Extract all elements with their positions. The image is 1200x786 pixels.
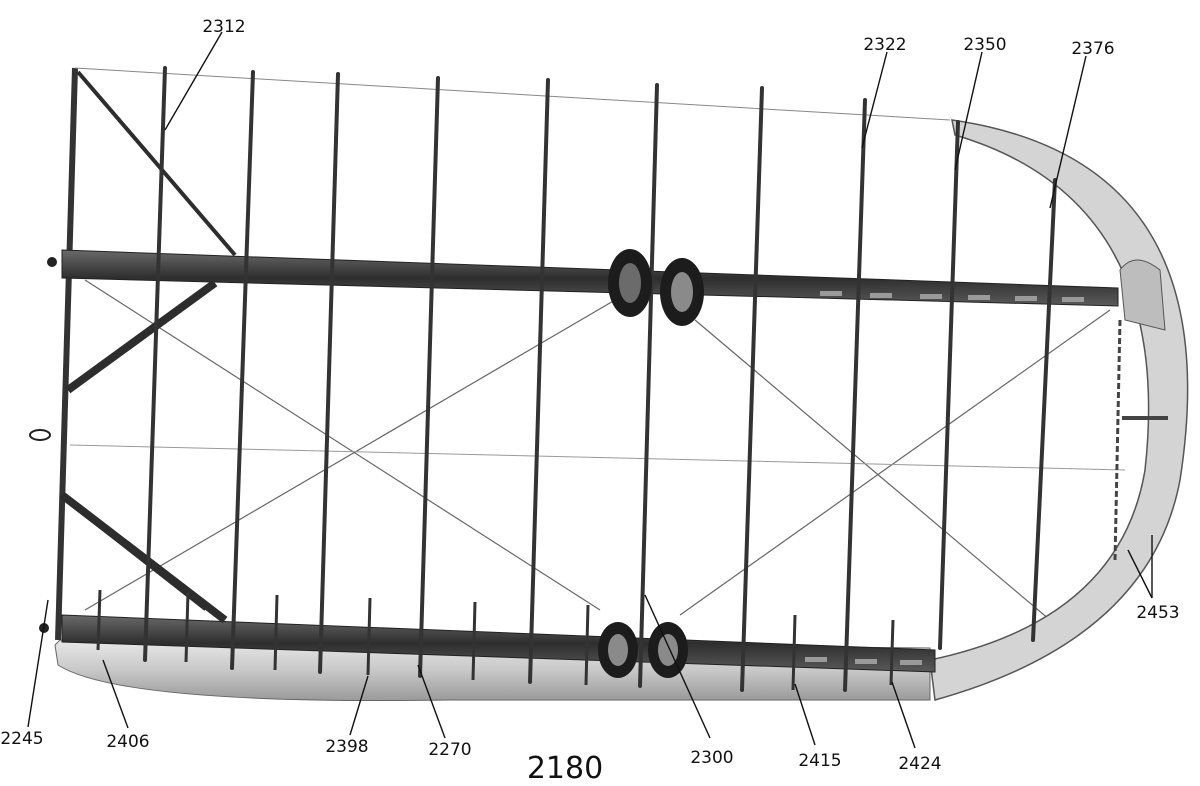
callout-2453: 2453 — [1136, 603, 1179, 623]
callout-2424: 2424 — [898, 754, 941, 774]
callout-2270: 2270 — [428, 740, 471, 760]
callout-2300: 2300 — [690, 748, 733, 768]
callout-2322: 2322 — [863, 35, 906, 55]
callout-2376: 2376 — [1071, 39, 1114, 59]
callout-2245: 2245 — [0, 729, 43, 749]
front-pulley-assembly — [608, 249, 704, 326]
callout-labels: 2312 2322 2350 2376 2453 2245 2406 2398 … — [0, 17, 1179, 774]
root-ring — [29, 429, 51, 441]
leader-lines — [27, 31, 1153, 749]
leading-edge-line — [74, 67, 951, 121]
front-spar — [61, 249, 1119, 307]
ribs — [143, 66, 1057, 692]
root-fitting-front — [47, 257, 57, 267]
callout-2406: 2406 — [106, 732, 149, 752]
spar-holes-rear — [805, 657, 922, 665]
trailing-stub-ribs — [96, 589, 895, 691]
callout-2312: 2312 — [202, 17, 245, 37]
root-diagonal-braces — [59, 70, 237, 624]
wing-structure — [29, 66, 1189, 702]
wing-tip-cross-brace — [1119, 259, 1166, 331]
callout-2398: 2398 — [325, 737, 368, 757]
callout-2415: 2415 — [798, 751, 841, 771]
wing-tip-inner-strut — [1113, 319, 1122, 561]
spar-holes-front — [820, 291, 1084, 302]
callout-2350: 2350 — [963, 35, 1006, 55]
root-post — [55, 67, 78, 641]
figure-number: 2180 — [527, 751, 603, 786]
rear-spar — [61, 614, 936, 673]
